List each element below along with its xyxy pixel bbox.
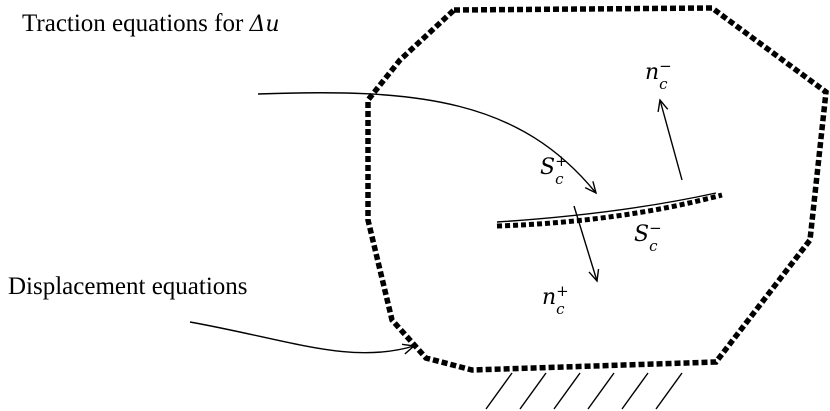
displacement-pointer-arrow	[189, 321, 416, 355]
surface-minus-label: S−c	[634, 219, 662, 255]
traction-pointer-arrow	[257, 92, 598, 195]
surface-plus-label: S+c	[540, 152, 568, 188]
delta-u-symbol: Δu	[249, 12, 280, 37]
displacement-label: Displacement equations	[8, 273, 248, 300]
fixed-support-hatching	[485, 372, 683, 410]
normal-plus-label: n+c	[542, 282, 569, 318]
crack-lower-face	[496, 192, 723, 229]
traction-label: Traction equations for Δu	[22, 10, 280, 38]
normal-plus-arrow	[573, 205, 600, 283]
traction-label-text: Traction equations for	[22, 10, 250, 37]
normal-minus-label: n−c	[645, 57, 672, 93]
normal-minus-arrow	[657, 98, 683, 181]
crack-upper-face	[496, 192, 717, 223]
domain-boundary	[365, 5, 829, 373]
